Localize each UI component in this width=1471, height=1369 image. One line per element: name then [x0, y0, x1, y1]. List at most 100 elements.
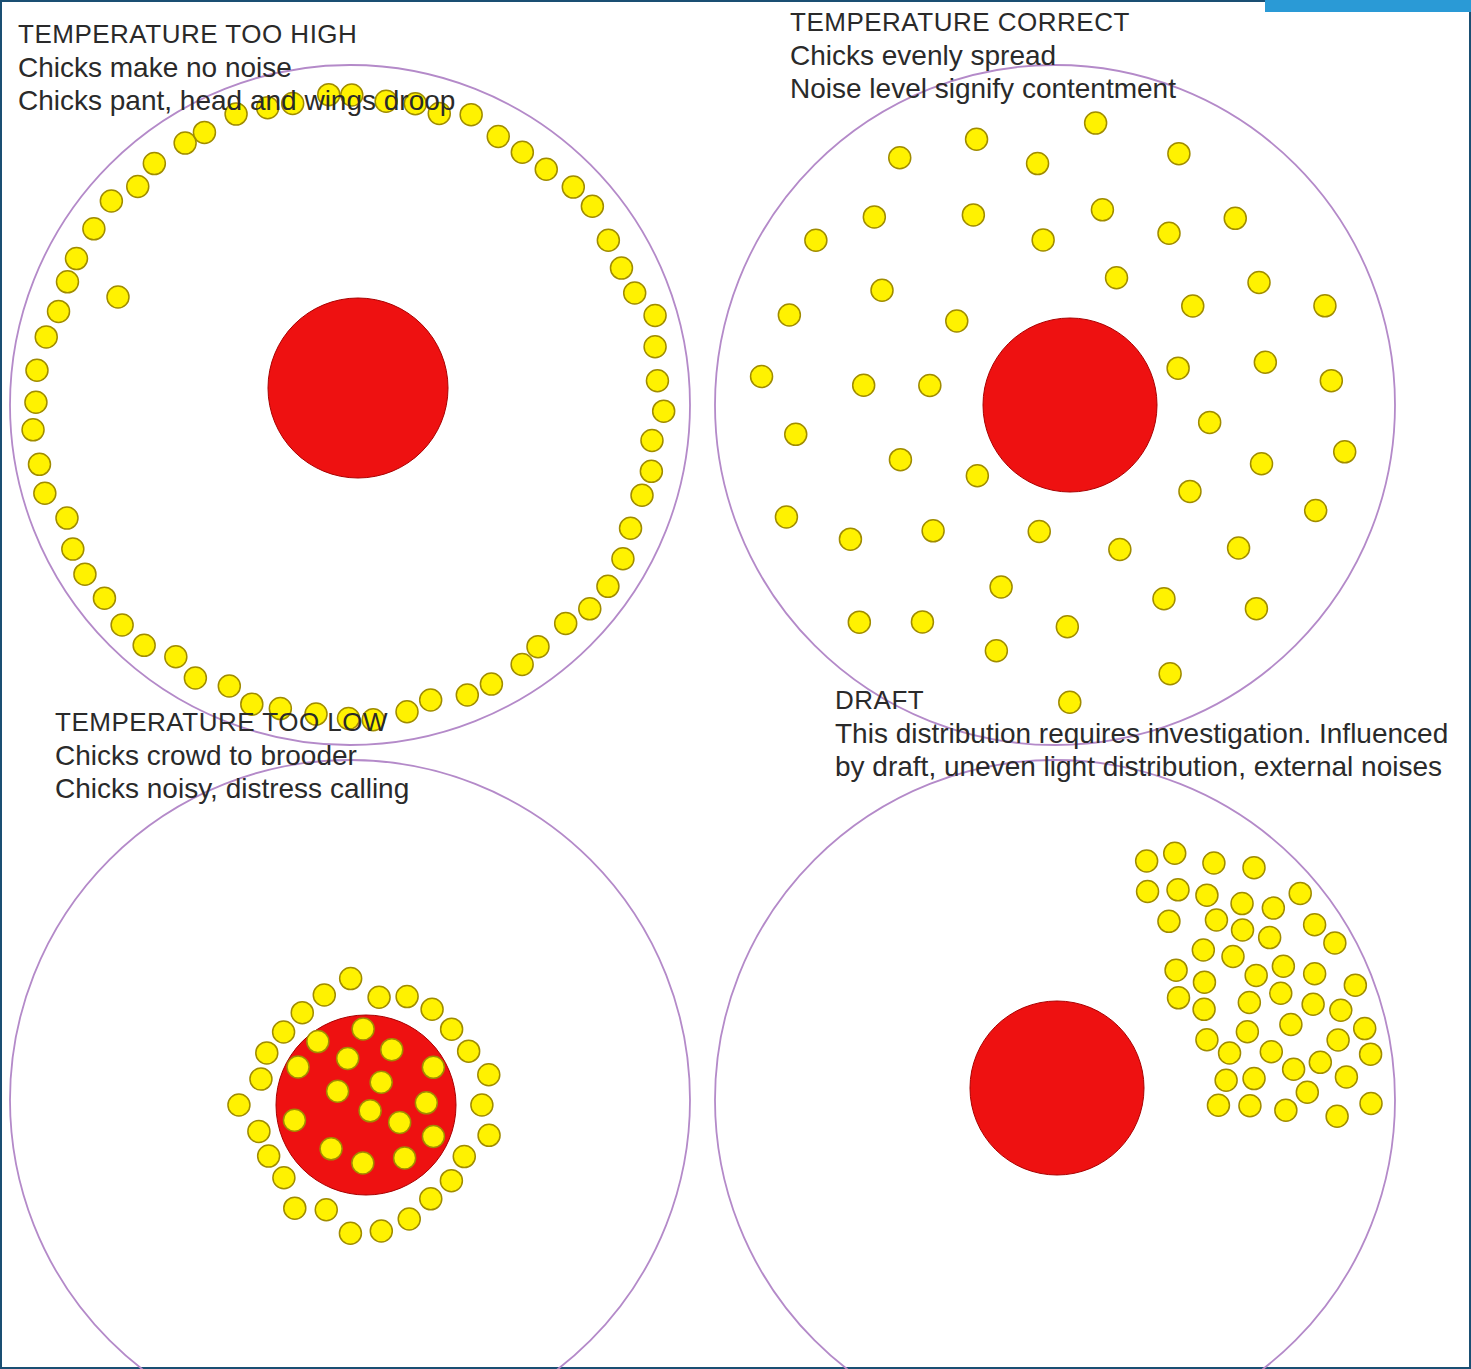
chick-dot: [1028, 520, 1050, 542]
chick-dot: [396, 701, 418, 723]
chick-dot: [922, 520, 944, 542]
brooder-panel: TEMPERATURE CORRECTChicks evenly spreadN…: [705, 0, 1471, 690]
chick-dot: [218, 675, 240, 697]
chick-dot: [398, 1208, 420, 1230]
brooder-heater: [276, 1015, 456, 1195]
chick-dot: [1085, 112, 1107, 134]
chick-dot: [74, 563, 96, 585]
chick-dot: [1245, 598, 1267, 620]
chick-dot: [381, 1039, 403, 1061]
chick-dot: [624, 282, 646, 304]
chick-dot: [1059, 691, 1081, 713]
chick-dot: [853, 374, 875, 396]
chick-dot: [453, 1146, 475, 1168]
chick-dot: [1259, 927, 1281, 949]
chick-dot: [1302, 993, 1324, 1015]
chick-dot: [990, 576, 1012, 598]
chick-dot: [256, 1042, 278, 1064]
chick-dot: [775, 506, 797, 528]
chick-dot: [1324, 932, 1346, 954]
chick-dot: [34, 482, 56, 504]
chick-dot: [327, 1080, 349, 1102]
chick-dot: [1109, 538, 1131, 560]
chick-dot: [25, 391, 47, 413]
chick-dot: [193, 121, 215, 143]
brooder-panel: DRAFTThis distribution requires investig…: [705, 690, 1471, 1369]
chick-dot: [1165, 959, 1187, 981]
chick-dot: [1205, 909, 1227, 931]
chick-dot: [62, 538, 84, 560]
chick-dot: [1236, 1021, 1258, 1043]
chick-dot: [1203, 852, 1225, 874]
chick-dot: [394, 1147, 416, 1169]
chick-dot: [511, 141, 533, 163]
chick-dot: [228, 1094, 250, 1116]
chick-dot: [56, 271, 78, 293]
chick-dot: [471, 1094, 493, 1116]
chick-dot: [1137, 881, 1159, 903]
chick-dot: [871, 279, 893, 301]
panel-note: Chicks evenly spread: [790, 39, 1450, 72]
chick-dot: [511, 654, 533, 676]
chick-dot: [1168, 143, 1190, 165]
chick-dot: [359, 1100, 381, 1122]
brooder-heater: [983, 318, 1157, 492]
chick-dot: [370, 1220, 392, 1242]
chick-dot: [778, 304, 800, 326]
chick-dot: [966, 465, 988, 487]
chick-dot: [460, 104, 482, 126]
chick-dot: [562, 176, 584, 198]
chick-dot: [1231, 893, 1253, 915]
chick-dot: [26, 359, 48, 381]
chick-dot: [422, 1126, 444, 1148]
chick-dot: [1260, 1041, 1282, 1063]
chick-dot: [1056, 616, 1078, 638]
chick-dot: [100, 190, 122, 212]
chick-dot: [839, 528, 861, 550]
chick-dot: [1275, 1099, 1297, 1121]
chick-dot: [1239, 1095, 1261, 1117]
chick-dot: [1207, 1094, 1229, 1116]
chick-dot: [805, 229, 827, 251]
chick-dot: [1238, 992, 1260, 1014]
chick-dot: [35, 326, 57, 348]
chick-dot: [1232, 919, 1254, 941]
chick-dot: [1314, 295, 1336, 317]
chick-dot: [527, 636, 549, 658]
chick-dot: [396, 986, 418, 1008]
panel-note: Noise level signify contentment: [790, 72, 1450, 105]
chick-dot: [1270, 982, 1292, 1004]
chick-dot: [273, 1167, 295, 1189]
chick-dot: [441, 1018, 463, 1040]
chick-dot: [620, 517, 642, 539]
chick-dot: [248, 1120, 270, 1142]
chick-dot: [579, 598, 601, 620]
chick-dot: [1344, 974, 1366, 996]
chick-dot: [889, 449, 911, 471]
chick-dot: [165, 646, 187, 668]
chick-dot: [985, 640, 1007, 662]
chick-dot: [1196, 884, 1218, 906]
chick-dot: [143, 153, 165, 175]
panel-heading: TEMPERATURE TOO LOW: [55, 706, 695, 739]
chick-dot: [1280, 1013, 1302, 1035]
brooder-heater: [268, 298, 448, 478]
chick-dot: [307, 1031, 329, 1053]
chick-dot: [1228, 537, 1250, 559]
chick-dot: [1304, 963, 1326, 985]
chick-dot: [65, 248, 87, 270]
brooder-circle: [705, 690, 1471, 1369]
pen-outline: [715, 760, 1395, 1369]
chick-dot: [315, 1199, 337, 1221]
chick-dot: [313, 984, 335, 1006]
chick-dot: [368, 986, 390, 1008]
chick-dot: [48, 300, 70, 322]
panel-note: Chicks crowd to brooder: [55, 739, 695, 772]
chick-dot: [911, 611, 933, 633]
chick-dot: [1153, 588, 1175, 610]
chick-dot: [1360, 1043, 1382, 1065]
chick-dot: [422, 1056, 444, 1078]
chick-dot: [273, 1021, 295, 1043]
chick-dot: [1327, 1029, 1349, 1051]
chick-dot: [478, 1064, 500, 1086]
